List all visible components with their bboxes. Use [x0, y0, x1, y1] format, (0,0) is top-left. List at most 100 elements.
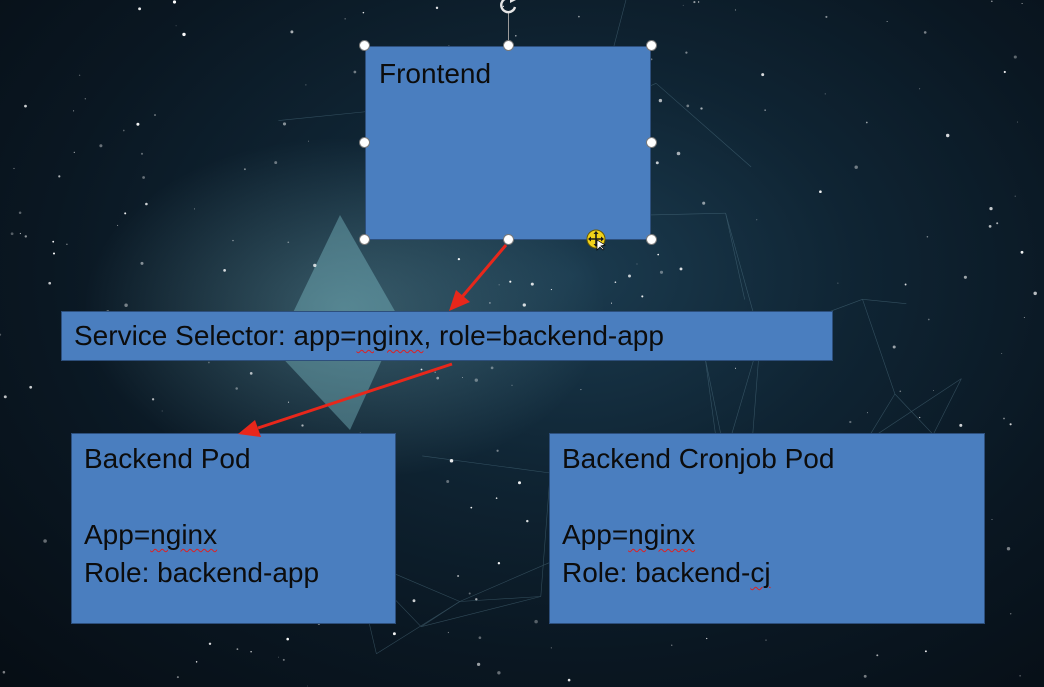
star [1014, 195, 1016, 197]
star [825, 15, 828, 18]
resize-handle-top-right[interactable] [646, 40, 657, 51]
resize-handle-bottom-right[interactable] [646, 234, 657, 245]
star [138, 7, 142, 11]
star [764, 109, 766, 111]
star [1003, 417, 1005, 420]
service-selector-suffix: , role=backend-app [423, 320, 664, 351]
star [511, 384, 513, 386]
mesh-line [725, 213, 745, 300]
star [988, 225, 992, 228]
star [278, 656, 279, 658]
star [468, 592, 471, 595]
star [161, 410, 163, 412]
star [765, 639, 767, 641]
star [650, 58, 653, 61]
cronjob-pod-role-line: Role: backend-cj [562, 554, 834, 592]
star [734, 9, 737, 11]
star [636, 263, 638, 265]
star [849, 420, 852, 424]
backend-pod-spacer [84, 478, 319, 516]
star [52, 252, 56, 255]
star [124, 212, 127, 215]
star [1006, 547, 1011, 551]
star [610, 302, 613, 304]
rotate-icon[interactable] [497, 0, 519, 16]
star [474, 378, 478, 382]
star [176, 676, 179, 679]
star [866, 412, 868, 414]
service-selector-prefix: Service Selector: app= [74, 320, 357, 351]
resize-handle-bottom[interactable] [503, 234, 514, 245]
star [509, 280, 512, 283]
move-cursor-icon [586, 229, 608, 251]
star [671, 644, 673, 646]
star [919, 416, 921, 419]
star [1003, 70, 1006, 74]
star [449, 458, 454, 463]
star [194, 208, 195, 210]
star [142, 176, 145, 179]
frontend-box[interactable]: Frontend [365, 46, 651, 240]
resize-handle-bottom-left[interactable] [359, 234, 370, 245]
resize-handle-left[interactable] [359, 137, 370, 148]
star [412, 599, 416, 603]
star [208, 642, 212, 646]
star [1016, 121, 1019, 123]
star [58, 175, 61, 178]
star [567, 678, 571, 682]
star [522, 303, 526, 307]
star [886, 20, 888, 22]
star [124, 303, 128, 307]
star [518, 481, 521, 485]
star [420, 368, 423, 371]
star [502, 5, 505, 8]
cronjob-pod-box[interactable]: Backend Cronjob Pod App=nginx Role: back… [549, 433, 985, 624]
star [182, 32, 186, 37]
star [287, 241, 290, 244]
resize-handle-right[interactable] [646, 137, 657, 148]
star [301, 424, 304, 427]
backend-pod-title: Backend Pod [84, 443, 251, 474]
star [446, 480, 450, 483]
star [1009, 423, 1012, 426]
star [676, 151, 681, 156]
star [734, 367, 737, 369]
cronjob-pod-spacer [562, 478, 834, 516]
star [140, 261, 144, 265]
star [249, 372, 253, 375]
star [154, 114, 156, 116]
star [990, 0, 993, 3]
star [470, 506, 473, 509]
star [497, 671, 501, 675]
star [10, 232, 14, 236]
star [290, 30, 294, 34]
star [682, 4, 684, 6]
star [824, 93, 826, 95]
mesh-line [459, 596, 541, 602]
star [73, 151, 75, 154]
star [927, 318, 930, 321]
backend-pod-app-value: nginx [150, 519, 218, 550]
backend-pod-box[interactable]: Backend Pod App=nginx Role: backend-app [71, 433, 396, 624]
star [685, 51, 688, 54]
star [923, 31, 927, 34]
resize-handle-top-left[interactable] [359, 40, 370, 51]
star [490, 366, 494, 370]
mesh-line [655, 83, 752, 168]
star [996, 222, 999, 225]
star [498, 284, 500, 286]
star [18, 211, 22, 215]
mesh-line [705, 358, 718, 445]
resize-handle-top[interactable] [503, 40, 514, 51]
star [989, 206, 993, 211]
star [457, 574, 460, 578]
star [122, 129, 125, 132]
star [963, 275, 967, 279]
star [308, 140, 310, 142]
star [136, 122, 140, 126]
star [0, 333, 2, 336]
star [24, 104, 27, 108]
service-selector-box[interactable]: Service Selector: app=nginx, role=backen… [61, 311, 833, 361]
star [362, 11, 365, 14]
star [208, 361, 210, 364]
